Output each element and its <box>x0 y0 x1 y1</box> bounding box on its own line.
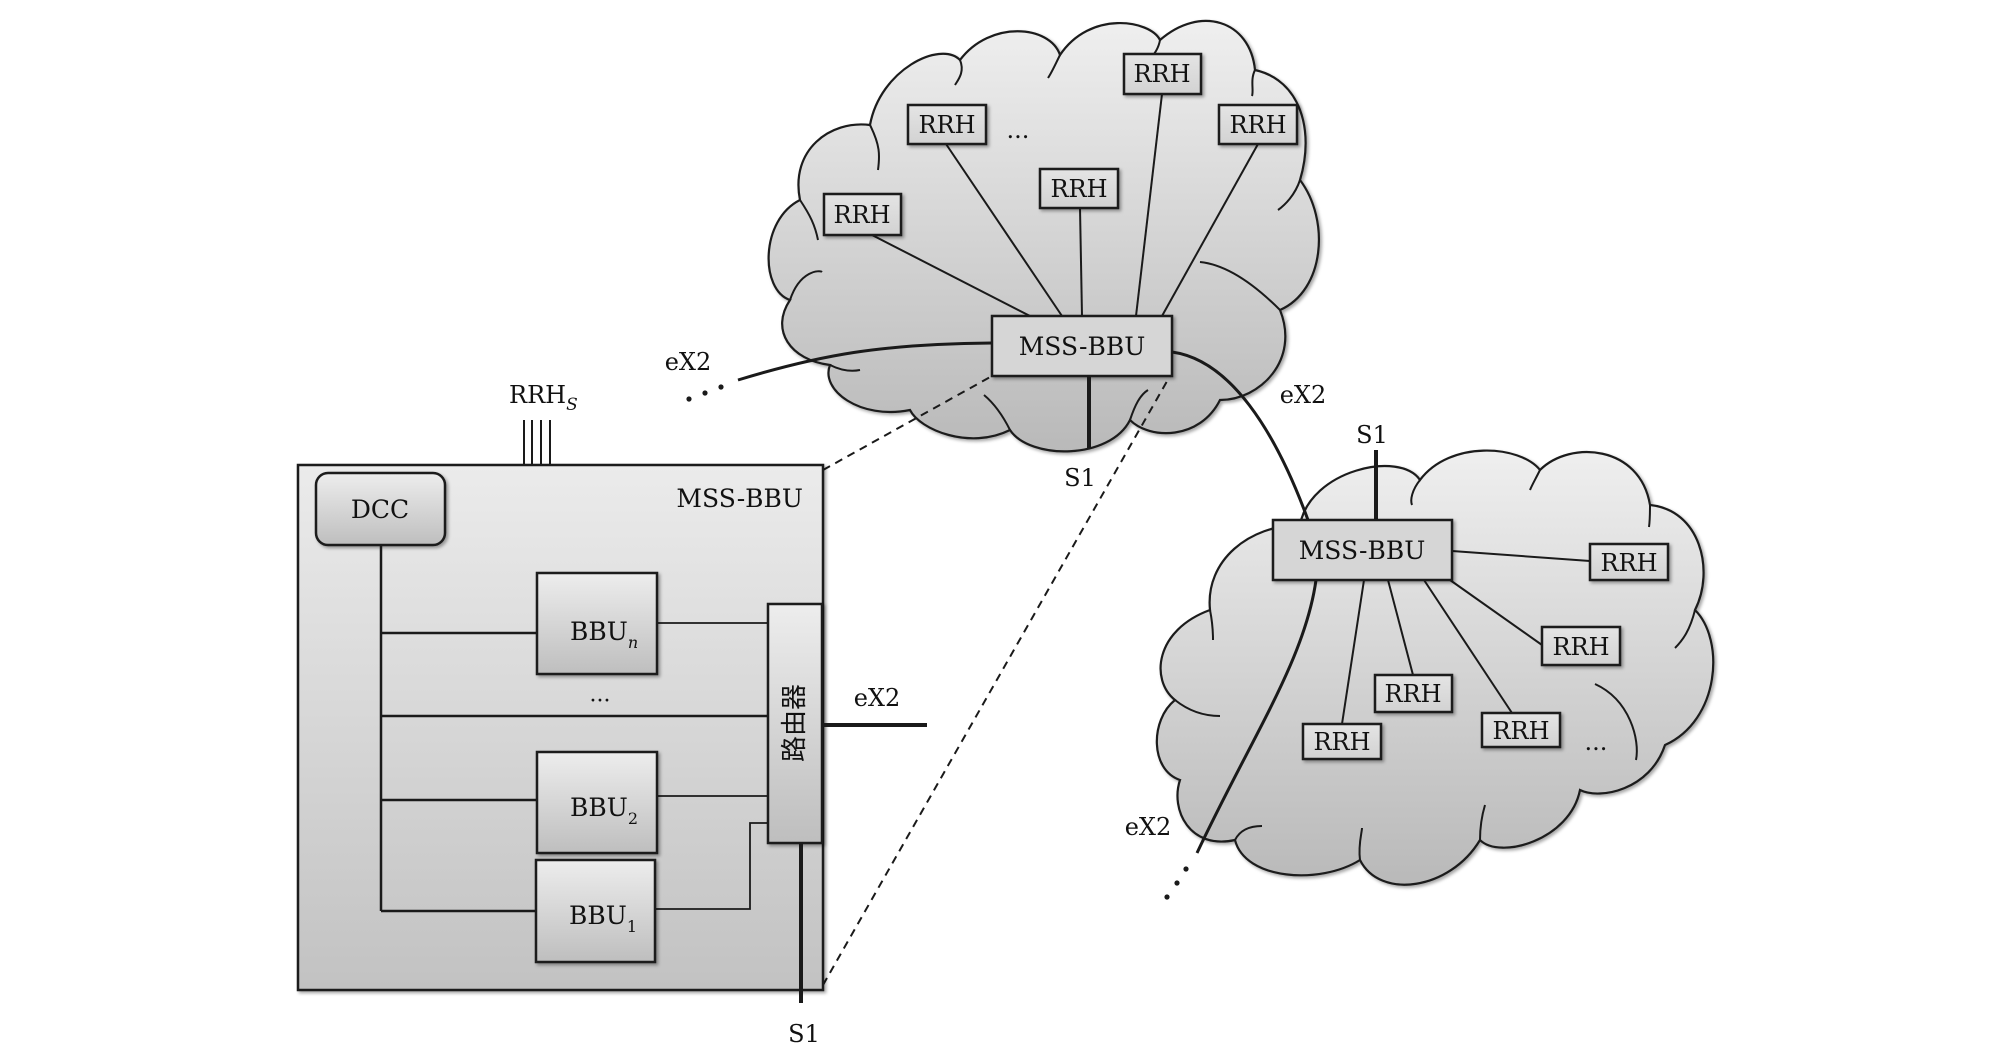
top-rrh-link <box>1161 143 1259 317</box>
right-rrh-label: RRH <box>1313 728 1370 756</box>
top-cloud-arc <box>789 270 823 301</box>
ellipsis-dot <box>718 384 724 390</box>
right-rrh-4: RRH <box>1301 722 1383 761</box>
top-cloud: RRH RRH ... RRH RRH RRH eX2 MSS-BBU <box>665 19 1320 492</box>
zoom-dashed-line-lower <box>822 375 1171 986</box>
zoom-dashed-line-upper <box>822 375 993 471</box>
left-mss-bbu-unit: RRHS MSS-BBU DCC BBUn ··· BBU2 <box>296 381 927 1048</box>
ellipsis-dot <box>1183 866 1189 872</box>
top-cloud-shape <box>767 19 1320 453</box>
right-rrh-label: RRH <box>1384 680 1441 708</box>
top-cloud-arc <box>983 394 1011 431</box>
right-cloud: eX2 eX2 S1 MSS-BBU RRH RRH RRH RRH R <box>1125 350 1715 900</box>
bbu-2-label: BBU2 <box>570 793 638 828</box>
right-rrh-label: RRH <box>1492 717 1549 745</box>
bbu-2: BBU2 <box>535 750 659 855</box>
top-cloud-arc <box>1251 69 1256 97</box>
right-rrh-link <box>1423 579 1513 714</box>
right-s1-label: S1 <box>1356 421 1388 449</box>
right-rrh-link <box>1451 550 1591 562</box>
top-mss-bbu: MSS-BBU <box>990 314 1174 378</box>
right-rrh-link <box>1387 579 1414 676</box>
top-rrh-link <box>1079 207 1083 317</box>
top-cloud-arc <box>1277 179 1301 211</box>
top-rrh-4: RRH <box>1122 52 1203 96</box>
right-cloud-arc <box>1410 479 1421 506</box>
top-rrh-label: RRH <box>833 201 890 229</box>
ellipsis-dot <box>686 396 692 402</box>
right-rrh-3: RRH <box>1373 673 1454 714</box>
router-block: 路由器 <box>766 602 824 845</box>
ellipsis-dot <box>1174 880 1180 886</box>
right-rrh-label: RRH <box>1552 633 1609 661</box>
router-s1-label: S1 <box>788 1020 820 1048</box>
right-rrh-2: RRH <box>1540 625 1622 667</box>
left-unit-label: MSS-BBU <box>676 484 803 513</box>
right-cloud-arc <box>1174 699 1221 717</box>
top-rrh-ellipsis: ... <box>1007 116 1030 144</box>
right-cloud-arc <box>1529 469 1541 491</box>
bbu-n: BBUn <box>535 571 659 676</box>
top-cloud-arc <box>869 124 880 171</box>
dcc-label: DCC <box>351 495 409 524</box>
bbu-n-label: BBUn <box>570 617 638 652</box>
top-s1-label: S1 <box>1064 464 1096 492</box>
top-rrh-label: RRH <box>918 111 975 139</box>
top-rrh-label: RRH <box>1133 60 1190 88</box>
top-cloud-arc <box>829 364 861 372</box>
right-cloud-arc <box>1674 609 1696 649</box>
right-cloud-shape <box>1155 449 1715 886</box>
right-rrh-label: RRH <box>1600 549 1657 577</box>
top-cloud-arc <box>799 199 819 241</box>
top-rrh-link <box>1135 93 1163 317</box>
top-rrh-link <box>871 234 1031 317</box>
top-ex2-left-link <box>737 341 993 382</box>
top-rrh-3: RRH <box>1038 167 1120 210</box>
bbu-ellipsis: ··· <box>590 689 611 714</box>
right-cloud-arc <box>1648 504 1651 528</box>
right-ex2-lower-link <box>1195 579 1318 854</box>
right-rrh-link <box>1449 579 1543 646</box>
right-cloud-arc <box>1209 609 1214 641</box>
top-cloud-arc <box>1129 389 1149 421</box>
top-cloud-arc <box>954 59 963 86</box>
top-rrh-1: RRH <box>822 192 903 237</box>
right-rrh-ellipsis: ... <box>1585 728 1608 756</box>
right-mss-bbu: MSS-BBU <box>1271 518 1454 582</box>
right-rrh-1: RRH <box>1588 542 1670 582</box>
top-cloud-arc <box>1199 261 1281 311</box>
top-rrh-link <box>945 143 1063 317</box>
top-rrh-label: RRH <box>1229 111 1286 139</box>
right-cloud-arc <box>1358 827 1363 861</box>
dcc-block: DCC <box>314 471 447 547</box>
router-ex2-label: eX2 <box>854 684 901 712</box>
right-ex2-lower-label: eX2 <box>1125 813 1172 841</box>
right-cloud-arc <box>1479 804 1486 841</box>
ellipsis-dot <box>1164 894 1170 900</box>
top-cloud-arc <box>1047 54 1061 79</box>
right-mss-bbu-label: MSS-BBU <box>1299 536 1426 565</box>
bbu-1: BBU1 <box>534 858 657 964</box>
right-rrh-5: RRH <box>1480 711 1562 749</box>
top-rrh-label: RRH <box>1050 175 1107 203</box>
top-rrh-2: RRH <box>906 103 988 146</box>
top-rrh-5: RRH <box>1217 103 1299 146</box>
bbu-1-label: BBU1 <box>569 901 637 936</box>
right-cloud-arc <box>1234 825 1263 841</box>
right-rrh-link <box>1341 579 1365 725</box>
bbu1-to-router <box>655 822 768 910</box>
router-label: 路由器 <box>780 684 810 762</box>
right-ex2-upper-label: eX2 <box>1280 381 1327 409</box>
ellipsis-dot <box>702 390 708 396</box>
top-mss-bbu-label: MSS-BBU <box>1019 332 1146 361</box>
right-cloud-arc <box>1594 683 1638 761</box>
top-ex2-left-label: eX2 <box>665 348 712 376</box>
right-ex2-link <box>1171 350 1310 521</box>
rrhs-label: RRHS <box>509 381 578 415</box>
